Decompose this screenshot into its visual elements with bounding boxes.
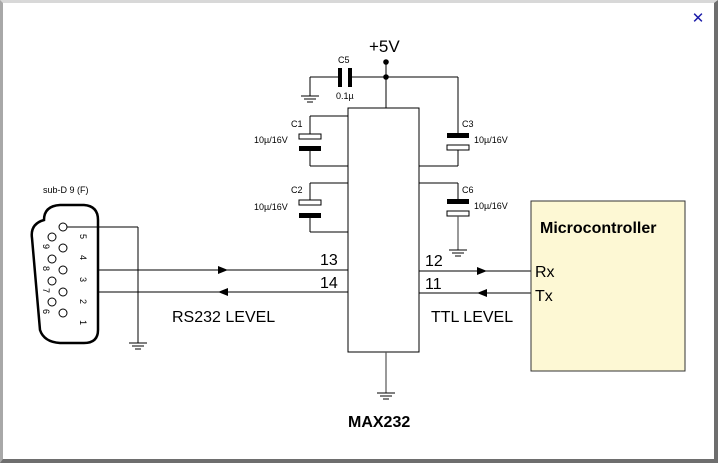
max232-chip	[347, 107, 420, 353]
pin-1-number: 1	[78, 320, 88, 325]
c1-value: 10µ/16V	[254, 135, 288, 145]
capacitor-c2: C2 10µ/16V	[254, 182, 348, 233]
ttl-level-label: TTL LEVEL	[431, 309, 513, 326]
close-icon[interactable]: ✕	[691, 9, 705, 27]
pin-14-label: 14	[320, 275, 338, 292]
pin-7-number: 7	[41, 288, 51, 293]
chip-title: MAX232	[348, 414, 410, 431]
ttl-wires	[419, 267, 531, 297]
c2-ref: C2	[291, 185, 303, 195]
subd9-connector: sub-D 9 (F) 5 4 3 2 1 9 8 7 6	[30, 185, 147, 350]
pin-8-number: 8	[41, 266, 51, 271]
tx-pin-label: Tx	[535, 288, 553, 305]
c5-value: 0.1µ	[336, 91, 354, 101]
pin-5-number: 5	[78, 234, 88, 239]
microcontroller-title: Microcontroller	[540, 220, 656, 237]
pin-12-label: 12	[425, 253, 443, 270]
c2-value: 10µ/16V	[254, 202, 288, 212]
pin-3-number: 3	[78, 277, 88, 282]
pin-13-label: 13	[320, 252, 338, 269]
c6-value: 10µ/16V	[474, 201, 508, 211]
c3-ref: C3	[462, 119, 474, 129]
rx-pin-label: Rx	[535, 264, 555, 281]
c6-ref: C6	[462, 185, 474, 195]
pin-11-label: 11	[425, 276, 442, 293]
capacitor-c6: C6 10µ/16V	[419, 182, 508, 257]
pin-9-number: 9	[41, 244, 51, 249]
rs232-wires	[58, 266, 348, 296]
pin-2-number: 2	[78, 299, 88, 304]
ic-ground	[377, 352, 395, 400]
c3-value: 10µ/16V	[474, 135, 508, 145]
c5-ref: C5	[338, 55, 350, 65]
connector-label: sub-D 9 (F)	[43, 185, 89, 195]
capacitor-c3: C3 10µ/16V	[419, 77, 508, 167]
microcontroller-box	[530, 200, 686, 372]
capacitor-c5: C5 0.1µ	[301, 55, 458, 103]
capacitor-c1: C1 10µ/16V	[254, 115, 348, 167]
supply-label: +5V	[369, 37, 400, 56]
pin-6-number: 6	[41, 309, 51, 314]
pin-4-number: 4	[78, 255, 88, 260]
c1-ref: C1	[291, 119, 303, 129]
rs232-level-label: RS232 LEVEL	[172, 309, 275, 326]
